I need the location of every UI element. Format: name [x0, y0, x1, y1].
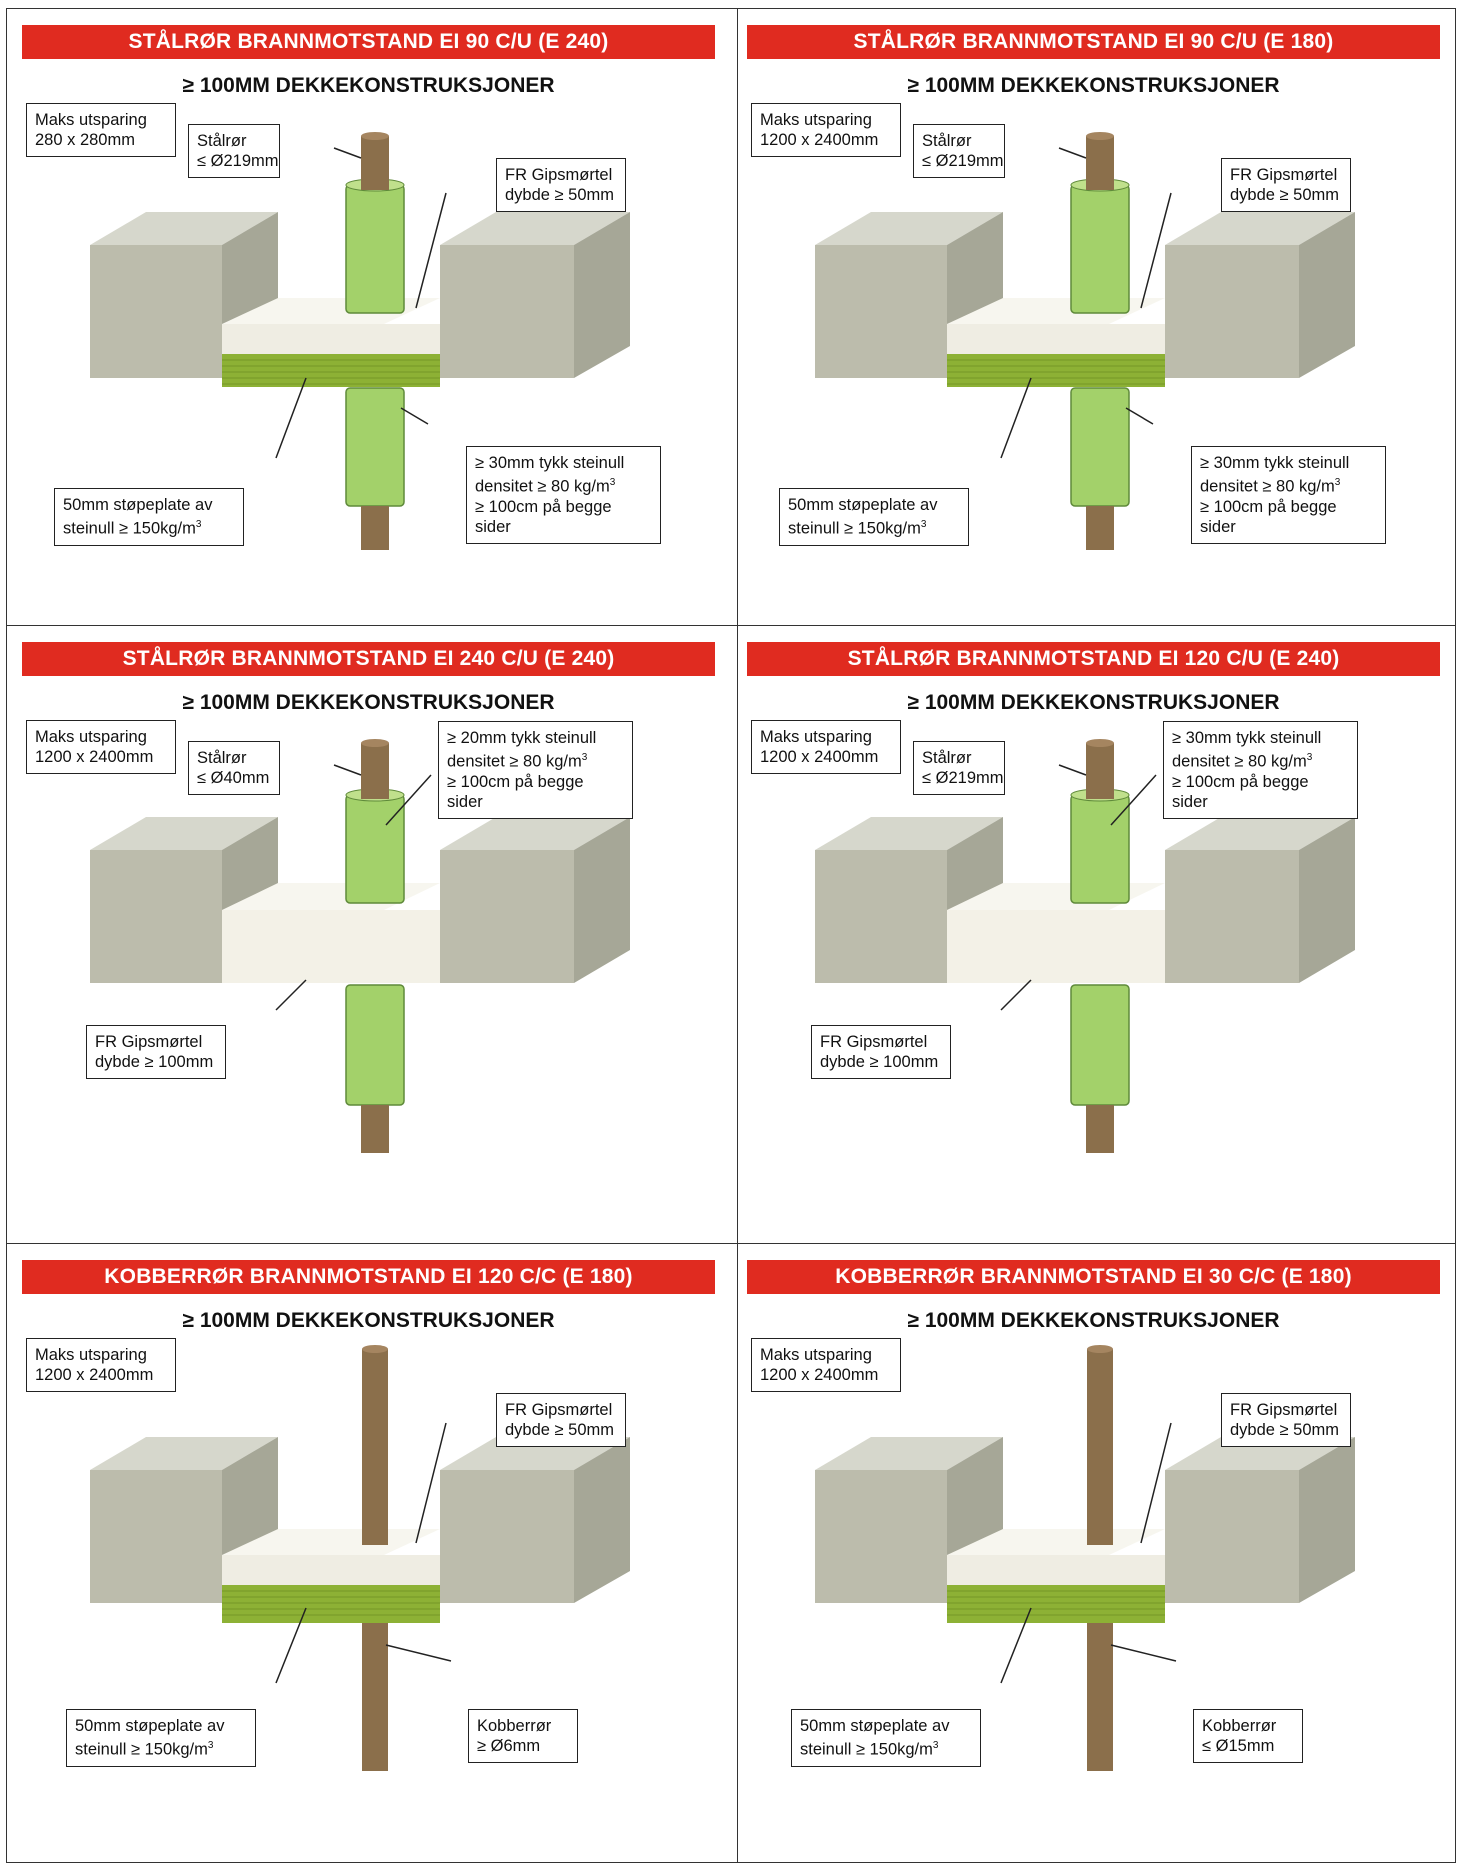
mortar-front	[947, 910, 1165, 983]
insulation-lower	[1070, 387, 1130, 507]
panel-subtitle: ≥ 100MM DEKKEKONSTRUKSJONER	[182, 1309, 555, 1332]
steel-pipe-top	[1086, 743, 1114, 799]
panel-steel-ei90-e240: STÅLRØR BRANNMOTSTAND EI 90 C/U (E 240) …	[6, 8, 731, 626]
concrete-slab-right	[1165, 212, 1355, 378]
panel-subtitle: ≥ 100MM DEKKEKONSTRUKSJONER	[907, 1309, 1280, 1332]
steel-pipe-bottom	[1086, 506, 1114, 550]
stone-wool-board	[947, 354, 1165, 387]
steel-pipe-top	[1086, 136, 1114, 190]
steel-pipe-bottom	[1086, 1105, 1114, 1153]
panel-steel-ei90-e180: STÅLRØR BRANNMOTSTAND EI 90 C/U (E 180) …	[731, 8, 1456, 626]
mortar-front	[947, 1555, 1165, 1585]
panel-steel-ei240-e240: STÅLRØR BRANNMOTSTAND EI 240 C/U (E 240)…	[6, 625, 731, 1243]
steel-pipe-top	[361, 743, 389, 799]
panel-subtitle: ≥ 100MM DEKKEKONSTRUKSJONER	[182, 691, 555, 714]
concrete-slab-right	[1165, 817, 1355, 983]
callout-insulation: ≥ 30mm tykk steinull densitet ≥ 80 kg/m3…	[1191, 446, 1386, 544]
panel-subtitle: ≥ 100MM DEKKEKONSTRUKSJONER	[182, 74, 555, 97]
copper-pipe-top	[1087, 1349, 1113, 1545]
callout-pipe: Stålrør≤ Ø219mm	[913, 124, 1005, 178]
copper-pipe-top	[362, 1349, 388, 1545]
insulation-lower	[345, 387, 405, 507]
panel-banner: KOBBERRØR BRANNMOTSTAND EI 30 C/C (E 180…	[747, 1260, 1440, 1294]
callout-insulation: ≥ 30mm tykk steinull densitet ≥ 80 kg/m3…	[1163, 721, 1358, 819]
penetration-drawing	[815, 132, 1355, 550]
insulation-upper	[1070, 794, 1130, 904]
concrete-slab-right	[440, 817, 630, 983]
panel-banner: KOBBERRØR BRANNMOTSTAND EI 120 C/C (E 18…	[22, 1260, 715, 1294]
steel-pipe-bottom	[361, 506, 389, 550]
callout-pipe: Stålrør≤ Ø40mm	[188, 741, 280, 795]
grid-divider-row2	[6, 1243, 1456, 1244]
concrete-slab-right	[440, 1437, 630, 1603]
panel-copper-ei120-e180: KOBBERRØR BRANNMOTSTAND EI 120 C/C (E 18…	[6, 1243, 731, 1861]
panel-banner: STÅLRØR BRANNMOTSTAND EI 240 C/U (E 240)	[22, 642, 715, 676]
mortar-front	[222, 1555, 440, 1585]
panel-subtitle: ≥ 100MM DEKKEKONSTRUKSJONER	[907, 691, 1280, 714]
panel-copper-ei30-e180: KOBBERRØR BRANNMOTSTAND EI 30 C/C (E 180…	[731, 1243, 1456, 1861]
mortar-front	[222, 324, 440, 354]
insulation-lower	[345, 984, 405, 1106]
concrete-slab-left	[815, 1437, 1003, 1603]
panel-steel-ei120-e240: STÅLRØR BRANNMOTSTAND EI 120 C/U (E 240)…	[731, 625, 1456, 1243]
penetration-drawing	[815, 1345, 1355, 1771]
callout-pipe: Stålrør≤ Ø219mm	[188, 124, 280, 178]
mortar-front	[222, 910, 440, 983]
penetration-drawing	[90, 1345, 630, 1771]
panel-banner: STÅLRØR BRANNMOTSTAND EI 120 C/U (E 240)	[747, 642, 1440, 676]
mortar-front	[947, 324, 1165, 354]
grid-divider-vertical	[737, 8, 738, 1863]
copper-pipe-bottom	[362, 1623, 388, 1771]
panel-banner: STÅLRØR BRANNMOTSTAND EI 90 C/U (E 180)	[747, 25, 1440, 59]
panel-subtitle: ≥ 100MM DEKKEKONSTRUKSJONER	[907, 74, 1280, 97]
insulation-upper	[345, 794, 405, 904]
stone-wool-board	[222, 354, 440, 387]
steel-pipe-top	[361, 136, 389, 190]
penetration-drawing	[815, 739, 1355, 1153]
steel-pipe-bottom	[361, 1105, 389, 1153]
concrete-slab-left	[90, 212, 278, 378]
grid-divider-row1	[6, 625, 1456, 626]
penetration-drawing	[90, 132, 630, 550]
callout-pipe: Kobberrør≤ Ø15mm	[1193, 1709, 1303, 1763]
insulation-lower	[1070, 984, 1130, 1106]
insulation-upper	[345, 184, 405, 314]
callout-insulation: ≥ 30mm tykk steinull densitet ≥ 80 kg/m3…	[466, 446, 661, 544]
callout-pipe: Stålrør≤ Ø219mm	[913, 741, 1005, 795]
callout-insulation: ≥ 20mm tykk steinull densitet ≥ 80 kg/m3…	[438, 721, 633, 819]
copper-pipe-bottom	[1087, 1623, 1113, 1771]
concrete-slab-right	[440, 212, 630, 378]
callout-pipe: Kobberrør≥ Ø6mm	[468, 1709, 578, 1763]
concrete-slab-right	[1165, 1437, 1355, 1603]
penetration-drawing	[90, 739, 630, 1153]
panel-banner: STÅLRØR BRANNMOTSTAND EI 90 C/U (E 240)	[22, 25, 715, 59]
insulation-upper	[1070, 184, 1130, 314]
